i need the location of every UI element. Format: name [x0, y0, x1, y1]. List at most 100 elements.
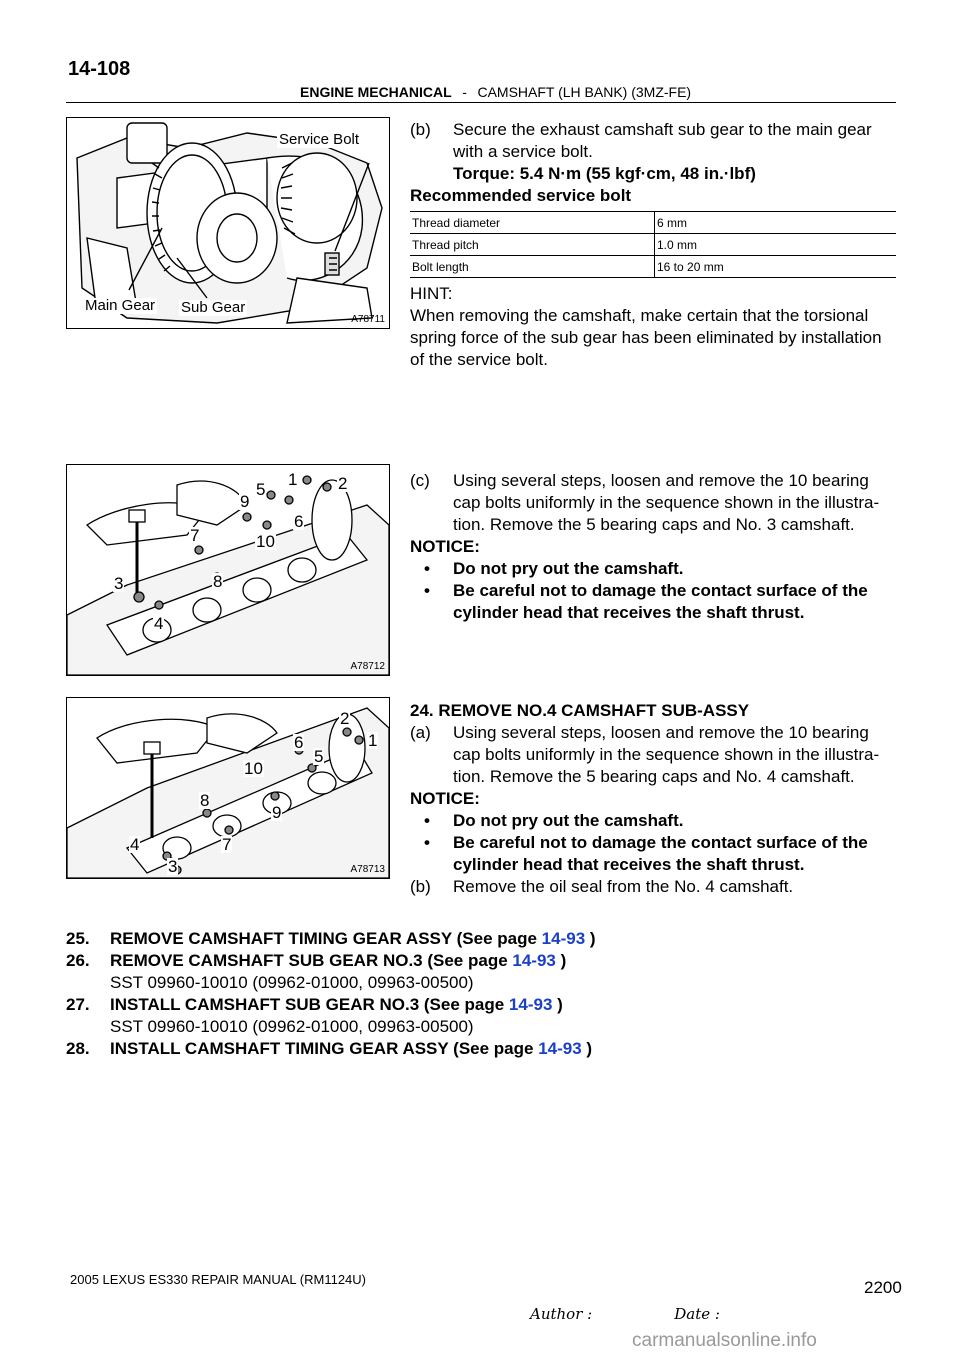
table-cell-value: 1.0 mm: [654, 233, 896, 256]
table-cell-label: Bolt length: [410, 255, 655, 278]
step-28-num: 28.: [66, 1039, 90, 1058]
sequence-number: 7: [189, 526, 201, 545]
notice1-bullet: •: [424, 581, 430, 600]
table-row: Thread diameter 6 mm: [410, 211, 896, 234]
notice1-item1: Do not pry out the camshaft.: [453, 559, 684, 578]
notice2-item2-cont: cylinder head that receives the shaft th…: [453, 855, 805, 874]
sequence-number: 8: [199, 791, 211, 810]
sequence-number: 6: [293, 733, 305, 752]
step-27-close: ): [552, 995, 563, 1014]
step-27-num: 27.: [66, 995, 90, 1014]
sequence-number: 10: [255, 532, 276, 551]
date-label: Date :: [674, 1305, 720, 1323]
step-c-line1: Using several steps, loosen and remove t…: [453, 471, 869, 490]
step-c-line2: cap bolts uniformly in the sequence show…: [453, 493, 880, 512]
label-service-bolt: Service Bolt: [277, 131, 362, 148]
sequence-number: 1: [367, 731, 379, 750]
figure-bolt-sequence-no4-drawing: [67, 707, 389, 878]
figure-service-bolt: Service Bolt Main Gear Sub Gear A78711: [66, 117, 390, 329]
step-26-close: ): [555, 951, 567, 970]
sheet-number: 2200: [864, 1278, 902, 1297]
hint-line3: of the service bolt.: [410, 350, 548, 369]
sequence-number: 5: [255, 480, 267, 499]
figure-bolt-sequence-no4: 1 2 3 4 5 6 7 8 9 10 A78713: [66, 697, 390, 879]
recommended-heading: Recommended service bolt: [410, 186, 632, 205]
notice2-bullet: •: [424, 811, 430, 830]
step-26: REMOVE CAMSHAFT SUB GEAR NO.3 (See page …: [110, 950, 566, 972]
page-link[interactable]: 14-93: [538, 1039, 582, 1058]
sequence-number: 9: [239, 492, 251, 511]
step-24a-line2: cap bolts uniformly in the sequence show…: [453, 745, 880, 764]
step-25-text: REMOVE CAMSHAFT TIMING GEAR ASSY (See pa…: [110, 929, 542, 948]
sequence-number: 4: [129, 835, 141, 854]
step-c-marker: (c): [410, 471, 430, 490]
step-b-line1: Secure the exhaust camshaft sub gear to …: [453, 120, 872, 139]
notice2-title: NOTICE:: [410, 789, 480, 808]
label-sub-gear: Sub Gear: [179, 299, 248, 316]
notice2-item1: Do not pry out the camshaft.: [453, 811, 684, 830]
step-28-close: ): [581, 1039, 593, 1058]
spec-table-wrap: Thread diameter 6 mm Thread pitch 1.0 mm…: [410, 211, 896, 278]
header-dash: -: [462, 84, 467, 100]
page-number: 14-108: [68, 58, 131, 80]
sequence-number: 4: [153, 614, 165, 633]
sequence-number: 1: [287, 470, 299, 489]
sequence-number: 3: [113, 574, 125, 593]
sequence-number: 6: [293, 512, 305, 531]
step-b-line2: with a service bolt.: [453, 142, 593, 161]
header-rule: [66, 102, 896, 103]
notice2-item2: Be careful not to damage the contact sur…: [453, 833, 868, 852]
notice2-bullet: •: [424, 833, 430, 852]
page-link[interactable]: 14-93: [541, 929, 586, 948]
step-24a-line1: Using several steps, loosen and remove t…: [453, 723, 869, 742]
sequence-number: 8: [212, 572, 224, 591]
sequence-number: 5: [313, 747, 325, 766]
figure-id: A78711: [351, 314, 385, 325]
sequence-number: 2: [339, 709, 351, 728]
step-24-title: 24. REMOVE NO.4 CAMSHAFT SUB-ASSY: [410, 701, 750, 720]
spec-table: Thread diameter 6 mm Thread pitch 1.0 mm…: [410, 211, 896, 278]
hint-title: HINT:: [410, 284, 453, 303]
figure-id: A78712: [350, 661, 385, 672]
step-27: INSTALL CAMSHAFT SUB GEAR NO.3 (See page…: [110, 994, 563, 1016]
step-c-line3: tion. Remove the 5 bearing caps and No. …: [453, 515, 855, 534]
step-26-text: REMOVE CAMSHAFT SUB GEAR NO.3 (See page: [110, 951, 513, 970]
notice1-item2: Be careful not to damage the contact sur…: [453, 581, 868, 600]
sequence-number: 3: [167, 857, 179, 876]
sequence-number: 9: [271, 803, 283, 822]
step-28: INSTALL CAMSHAFT TIMING GEAR ASSY (See p…: [110, 1038, 592, 1060]
table-row: Thread pitch 1.0 mm: [410, 233, 896, 256]
torque-spec: Torque: 5.4 N·m (55 kgf·cm, 48 in.·lbf): [453, 164, 756, 183]
figure-service-bolt-drawing: [76, 122, 383, 324]
author-label: Author :: [530, 1305, 593, 1323]
notice1-title: NOTICE:: [410, 537, 480, 556]
step-28-text: INSTALL CAMSHAFT TIMING GEAR ASSY (See p…: [110, 1039, 539, 1058]
sequence-number: 10: [243, 759, 264, 778]
page-link[interactable]: 14-93: [508, 995, 553, 1014]
table-cell-label: Thread diameter: [410, 211, 655, 234]
table-cell-value: 6 mm: [654, 211, 896, 234]
hint-line2: spring force of the sub gear has been el…: [410, 328, 882, 347]
manual-title: 2005 LEXUS ES330 REPAIR MANUAL (RM1124U): [70, 1272, 366, 1287]
step-25: REMOVE CAMSHAFT TIMING GEAR ASSY (See pa…: [110, 928, 596, 950]
step-24a-line3: tion. Remove the 5 bearing caps and No. …: [453, 767, 855, 786]
step-24b-marker: (b): [410, 877, 431, 896]
author-date: Author : Date :: [530, 1305, 720, 1323]
sequence-number: 2: [337, 474, 349, 493]
figure-id: A78713: [350, 864, 385, 875]
page-header: ENGINE MECHANICAL - CAMSHAFT (LH BANK) (…: [300, 84, 691, 100]
header-section: ENGINE MECHANICAL: [300, 84, 452, 100]
watermark: carmanualsonline.info: [632, 1330, 817, 1351]
step-26-sst: SST 09960-10010 (09962-01000, 09963-0050…: [110, 973, 474, 992]
hint-line1: When removing the camshaft, make certain…: [410, 306, 869, 325]
figure-bolt-sequence-no3: 1 2 3 4 5 6 7 8 9 10 A78712: [66, 464, 390, 676]
step-25-close: ): [585, 929, 596, 948]
step-26-num: 26.: [66, 951, 90, 970]
notice1-item2-cont: cylinder head that receives the shaft th…: [453, 603, 805, 622]
table-cell-label: Thread pitch: [410, 233, 655, 256]
page-link[interactable]: 14-93: [512, 951, 556, 970]
step-27-text: INSTALL CAMSHAFT SUB GEAR NO.3 (See page: [110, 995, 509, 1014]
sequence-number: 7: [221, 835, 233, 854]
step-25-num: 25.: [66, 929, 90, 948]
label-main-gear: Main Gear: [83, 297, 158, 314]
